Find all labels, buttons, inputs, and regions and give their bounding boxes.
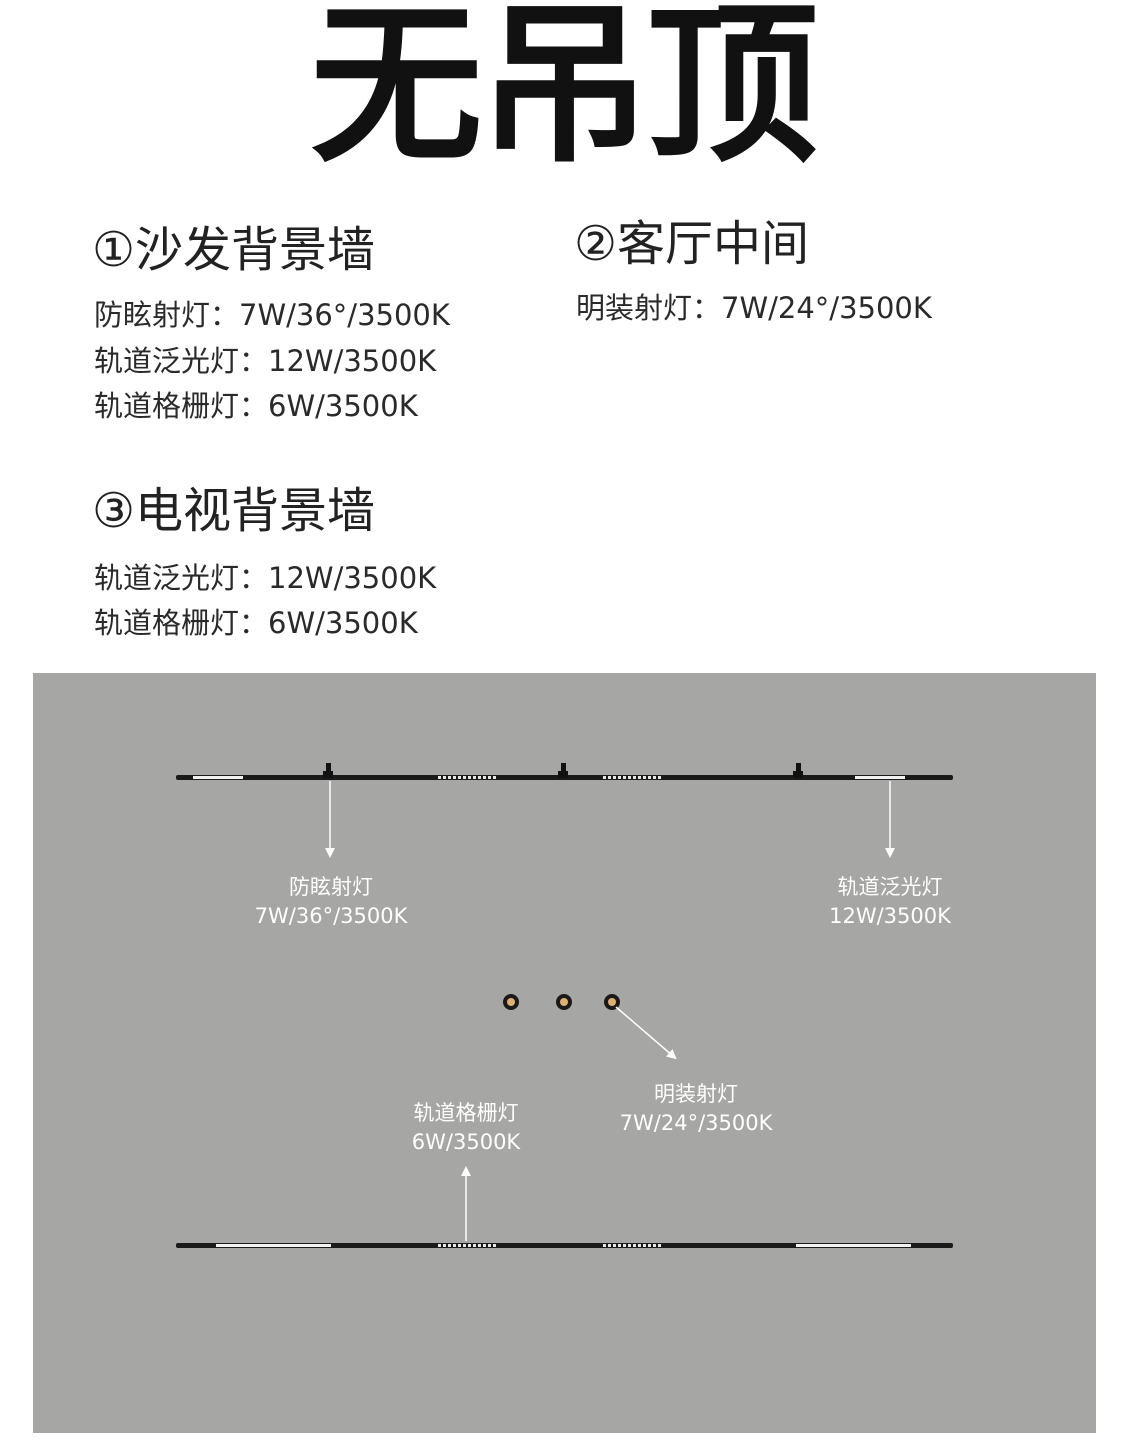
antiglare-label-spec: 7W/36°/3500K (254, 904, 408, 928)
page-title: 无吊顶 (310, 0, 819, 186)
surface-label-name: 明装射灯 (654, 1082, 738, 1106)
tv-spec-flood: 轨道泛光灯：12W/3500K (94, 561, 437, 595)
antiglare-spotlight-icon (323, 763, 333, 778)
living-center-heading: ②客厅中间 (574, 216, 810, 272)
flood-label-name: 轨道泛光灯 (837, 875, 943, 899)
living-spec-surface: 明装射灯：7W/24°/3500K (576, 291, 932, 325)
antiglare-label: 防眩射灯 7W/36°/3500K (255, 873, 408, 931)
bottom-track-rail (176, 1243, 953, 1248)
sofa-spec-flood: 轨道泛光灯：12W/3500K (94, 344, 437, 378)
surface-pointer-arrow (615, 1006, 677, 1060)
grille-label-spec: 6W/3500K (411, 1130, 521, 1154)
antiglare-spotlight-icon (793, 763, 803, 778)
top-flood-light-segment (193, 776, 243, 779)
grille-label-name: 轨道格栅灯 (413, 1101, 519, 1125)
lighting-layout-diagram: 防眩射灯 7W/36°/3500K 轨道泛光灯 12W/3500K 明装射灯 7… (33, 673, 1096, 1433)
tv-wall-heading: ③电视背景墙 (92, 483, 376, 539)
bottom-grille-light-segment (438, 1244, 496, 1247)
top-flood-light-segment (855, 776, 905, 779)
bottom-flood-light-segment (216, 1244, 331, 1247)
grille-label: 轨道格栅灯 6W/3500K (412, 1099, 520, 1157)
top-track-rail (176, 763, 953, 780)
surface-label-spec: 7W/24°/3500K (619, 1111, 773, 1135)
sofa-wall-heading: ①沙发背景墙 (92, 222, 376, 278)
surface-spotlight-icon (604, 994, 620, 1010)
surface-spotlight-icon (556, 994, 572, 1010)
surface-label: 明装射灯 7W/24°/3500K (620, 1080, 773, 1138)
flood-label: 轨道泛光灯 12W/3500K (829, 873, 951, 931)
antiglare-spotlight-icon (558, 763, 568, 778)
flood-label-spec: 12W/3500K (829, 904, 951, 928)
surface-spotlight-icon (503, 994, 519, 1010)
bottom-flood-light-segment (796, 1244, 911, 1247)
tv-spec-grille: 轨道格栅灯：6W/3500K (94, 606, 418, 640)
top-grille-light-segment (603, 776, 661, 779)
sofa-spec-antiglare: 防眩射灯：7W/36°/3500K (94, 298, 450, 332)
sofa-spec-grille: 轨道格栅灯：6W/3500K (94, 389, 418, 423)
bottom-grille-light-segment (603, 1244, 661, 1247)
antiglare-label-name: 防眩射灯 (289, 875, 373, 899)
top-grille-light-segment (438, 776, 496, 779)
diagram-canvas (176, 763, 953, 1248)
